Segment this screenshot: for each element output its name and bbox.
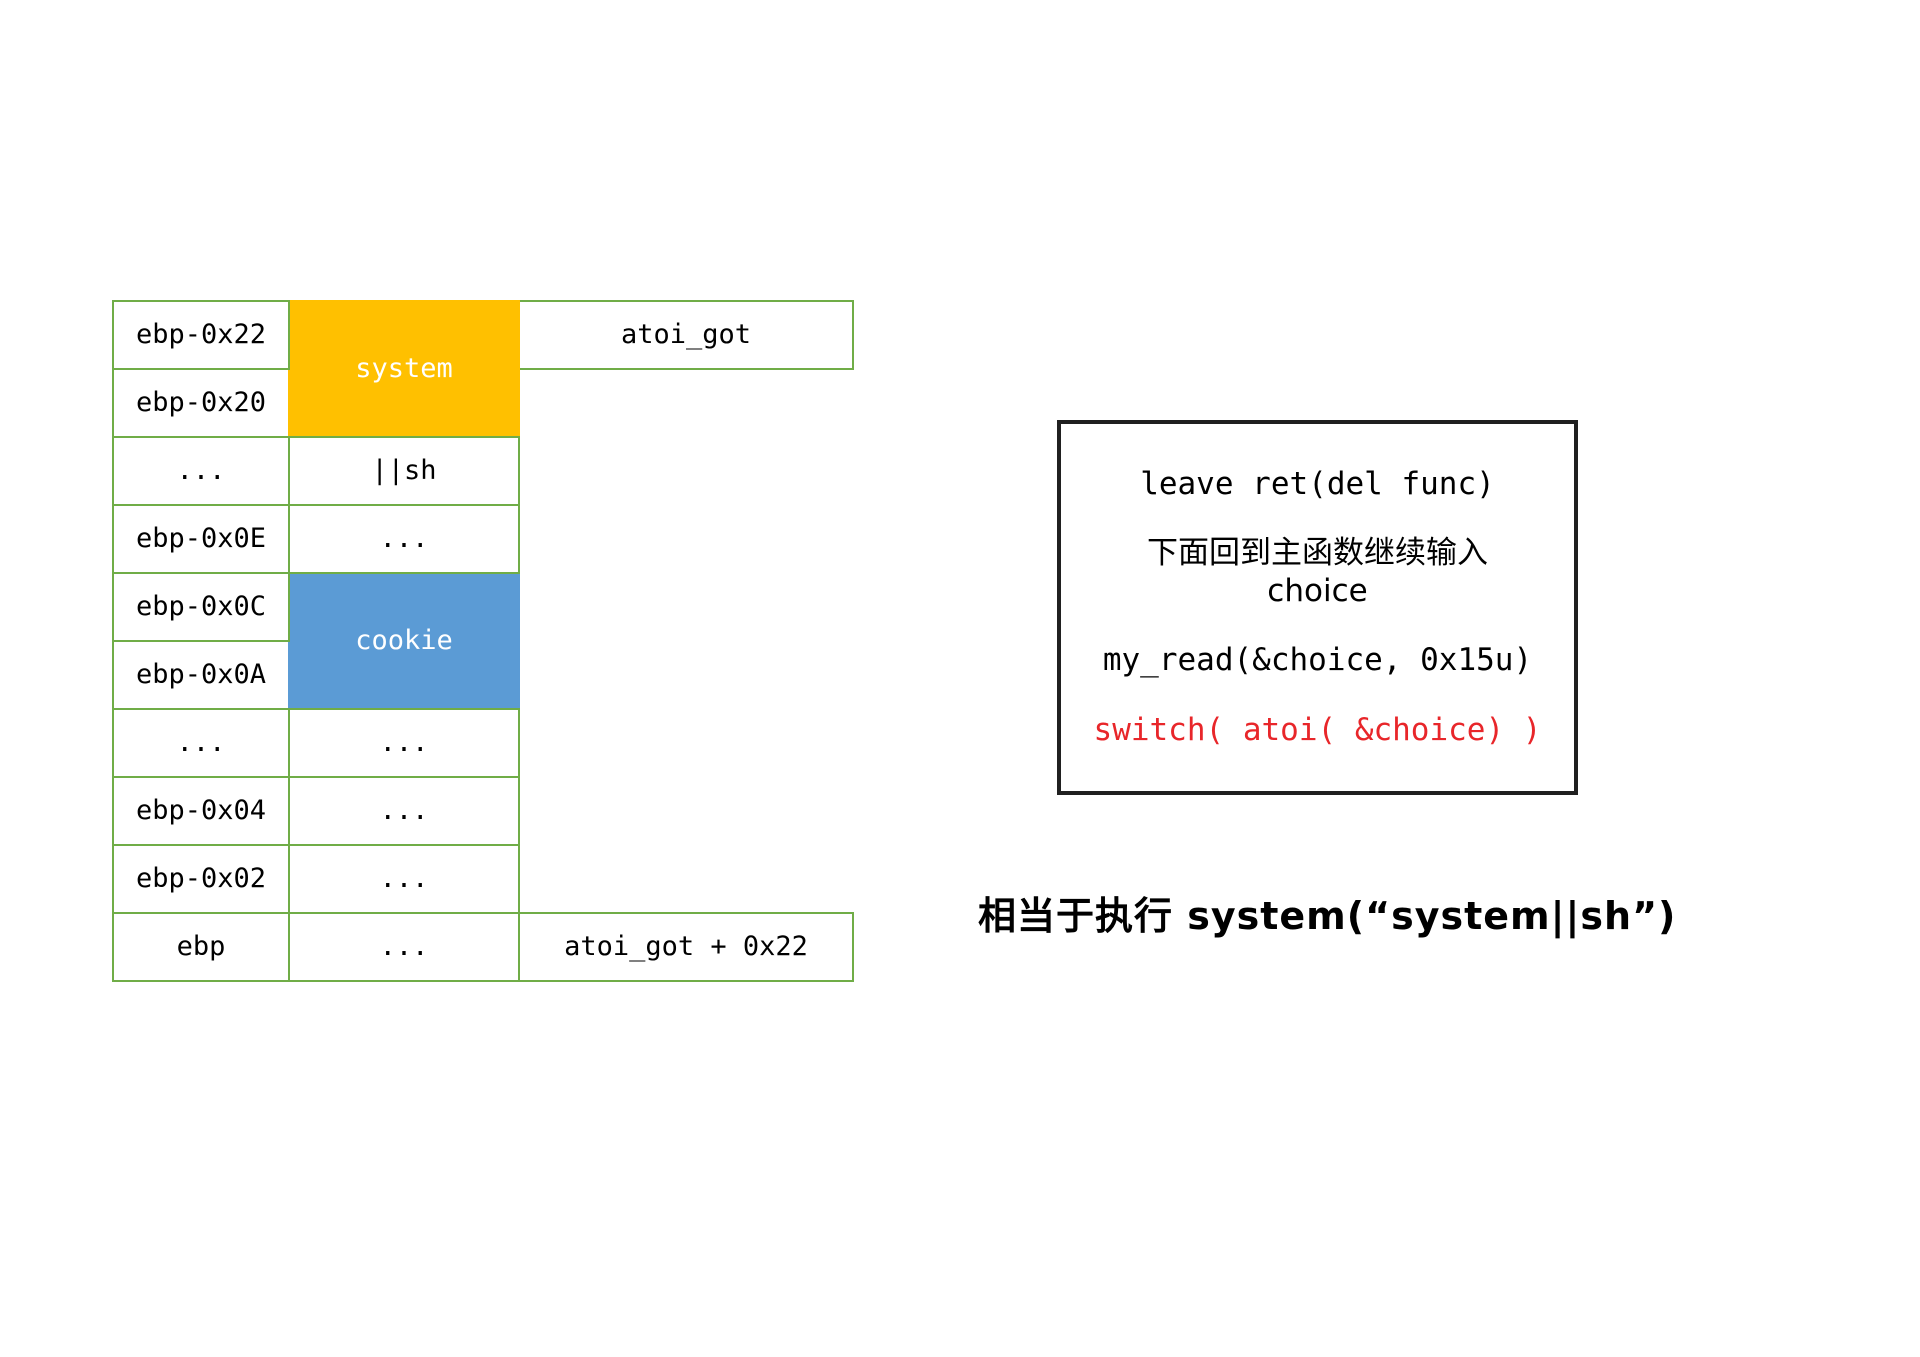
stack-note-cell-atoi-got-offset: atoi_got + 0x22 bbox=[518, 912, 854, 982]
stack-note-cell-empty bbox=[519, 641, 853, 709]
stack-value-cell: ... bbox=[288, 776, 520, 846]
table-row: ebp-0x04 ... bbox=[112, 776, 853, 846]
table-row: ... ... bbox=[112, 708, 853, 778]
conclusion-caption: 相当于执行 system(“system||sh”) bbox=[978, 894, 1677, 938]
table-row: ebp ... atoi_got + 0x22 bbox=[112, 912, 854, 982]
stack-note-cell-empty bbox=[519, 709, 853, 777]
stack-table-body: ebp-0x22 system atoi_got ebp-0x20 ... ||… bbox=[112, 300, 854, 982]
note-line-switch-atoi: switch( atoi( &choice) ) bbox=[1093, 711, 1542, 748]
stack-layout-table: ebp-0x22 system atoi_got ebp-0x20 ... ||… bbox=[112, 300, 854, 982]
stack-address-cell: ... bbox=[112, 708, 290, 778]
note-line-my-read: my_read(&choice, 0x15u) bbox=[1102, 642, 1533, 679]
stack-address-cell: ebp-0x0C bbox=[112, 572, 290, 642]
stack-note-cell-empty bbox=[519, 437, 853, 505]
stack-diagram: ebp-0x22 system atoi_got ebp-0x20 ... ||… bbox=[112, 300, 854, 982]
stack-address-cell: ebp-0x0A bbox=[112, 640, 290, 710]
stack-note-cell-empty bbox=[519, 777, 853, 845]
table-row: ebp-0x0C cookie bbox=[112, 572, 853, 710]
stack-address-cell: ebp-0x04 bbox=[112, 776, 290, 846]
stack-value-cell: ... bbox=[288, 912, 520, 982]
stack-note-cell-empty bbox=[519, 369, 853, 437]
table-row: ebp-0x02 ... bbox=[112, 844, 853, 914]
stack-address-cell: ... bbox=[112, 436, 290, 506]
stack-value-cell-system: system bbox=[288, 300, 520, 438]
stack-value-cell: ... bbox=[288, 504, 520, 574]
table-row: ebp-0x0E ... bbox=[112, 504, 853, 574]
stack-address-cell: ebp-0x20 bbox=[112, 368, 290, 438]
stack-value-cell: ... bbox=[288, 844, 520, 914]
stack-address-cell-ebp: ebp bbox=[112, 912, 290, 982]
table-row: ebp-0x20 bbox=[112, 368, 853, 438]
stack-note-cell-atoi-got: atoi_got bbox=[518, 300, 854, 370]
stack-value-cell-shell: ||sh bbox=[288, 436, 520, 506]
note-line-leave-ret: leave ret(del func) bbox=[1140, 465, 1495, 502]
stack-value-cell: ... bbox=[288, 708, 520, 778]
table-row: ebp-0x22 system atoi_got bbox=[112, 300, 854, 438]
table-row: ebp-0x0A bbox=[112, 640, 853, 710]
stack-note-cell-empty bbox=[519, 573, 853, 641]
table-row: ... ||sh bbox=[112, 436, 853, 506]
stack-note-cell-empty bbox=[519, 505, 853, 573]
stack-note-cell-empty bbox=[519, 845, 853, 913]
note-line-return-to-main: 下面回到主函数继续输入 choice bbox=[1147, 534, 1488, 609]
code-note-box: leave ret(del func) 下面回到主函数继续输入 choice m… bbox=[1057, 420, 1578, 795]
stack-address-cell: ebp-0x02 bbox=[112, 844, 290, 914]
stack-address-cell: ebp-0x0E bbox=[112, 504, 290, 574]
stack-value-cell-cookie: cookie bbox=[288, 572, 520, 710]
stack-address-cell: ebp-0x22 bbox=[112, 300, 290, 370]
